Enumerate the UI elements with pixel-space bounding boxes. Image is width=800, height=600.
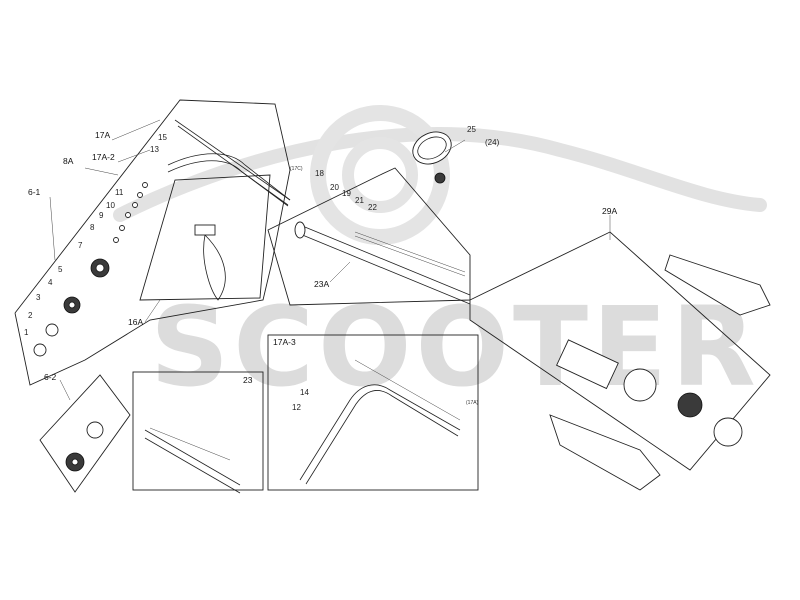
housing-half-upper [664, 254, 771, 316]
callout-11: 11 [115, 188, 124, 197]
panel-23A [267, 167, 471, 306]
callout-3: 3 [36, 293, 41, 302]
label-29A: 29A [602, 206, 617, 216]
callout-17c: (17C) [290, 166, 303, 172]
rod-box23 [144, 429, 241, 486]
panel-17A-3 [267, 334, 479, 491]
curved-handle [167, 153, 291, 201]
group-labels: 17A 8A 17A-2 6-1 6-2 16A 23A 29A 23 17A-… [28, 130, 617, 385]
upper-rod [174, 119, 291, 201]
motor-body [556, 339, 619, 390]
housing-half-lower [549, 414, 661, 491]
part-callouts: 25 (24) 18 20 19 21 22 15 13 11 10 9 8 7… [24, 125, 500, 412]
guard-blade [203, 234, 226, 301]
callout-1: 1 [24, 328, 29, 337]
main-tube [299, 224, 471, 296]
callout-9: 9 [99, 211, 104, 220]
callout-19: 19 [342, 189, 351, 198]
callout-17a: (17A) [466, 400, 479, 406]
callout-25: 25 [467, 125, 476, 134]
loop-handle [412, 131, 452, 165]
label-6-1: 6-1 [28, 187, 41, 197]
callout-8: 8 [90, 223, 95, 232]
panel-6-2 [39, 374, 131, 493]
callout-2: 2 [28, 311, 33, 320]
callout-15: 15 [158, 133, 167, 142]
spool-6-2a [86, 421, 104, 439]
panel-left-assembly [14, 99, 291, 386]
label-16A: 16A [128, 317, 143, 327]
panel-16A [139, 174, 271, 301]
label-23A: 23A [314, 279, 329, 289]
callout-5: 5 [58, 265, 63, 274]
callout-14: 14 [300, 388, 309, 397]
label-17A: 17A [95, 130, 110, 140]
label-23: 23 [243, 375, 253, 385]
label-17A-2: 17A-2 [92, 152, 115, 162]
label-8A: 8A [63, 156, 74, 166]
watermark-text: SCOOTER [150, 283, 760, 411]
leader-lines [49, 119, 611, 401]
callout-24: (24) [485, 138, 500, 147]
panel-23 [132, 371, 264, 491]
callout-10: 10 [106, 201, 115, 210]
callout-12: 12 [292, 403, 301, 412]
callout-4: 4 [48, 278, 53, 287]
callout-20: 20 [330, 183, 339, 192]
label-17A-3: 17A-3 [273, 337, 296, 347]
label-6-2: 6-2 [44, 372, 57, 382]
fan-cover [713, 417, 743, 447]
callout-21: 21 [355, 196, 364, 205]
parts [33, 119, 771, 494]
callout-18: 18 [315, 169, 324, 178]
motor-armature [623, 368, 657, 402]
callout-7: 7 [78, 241, 83, 250]
handle-17A-3 [299, 384, 461, 481]
callout-13: 13 [150, 145, 159, 154]
callout-22: 22 [368, 203, 377, 212]
